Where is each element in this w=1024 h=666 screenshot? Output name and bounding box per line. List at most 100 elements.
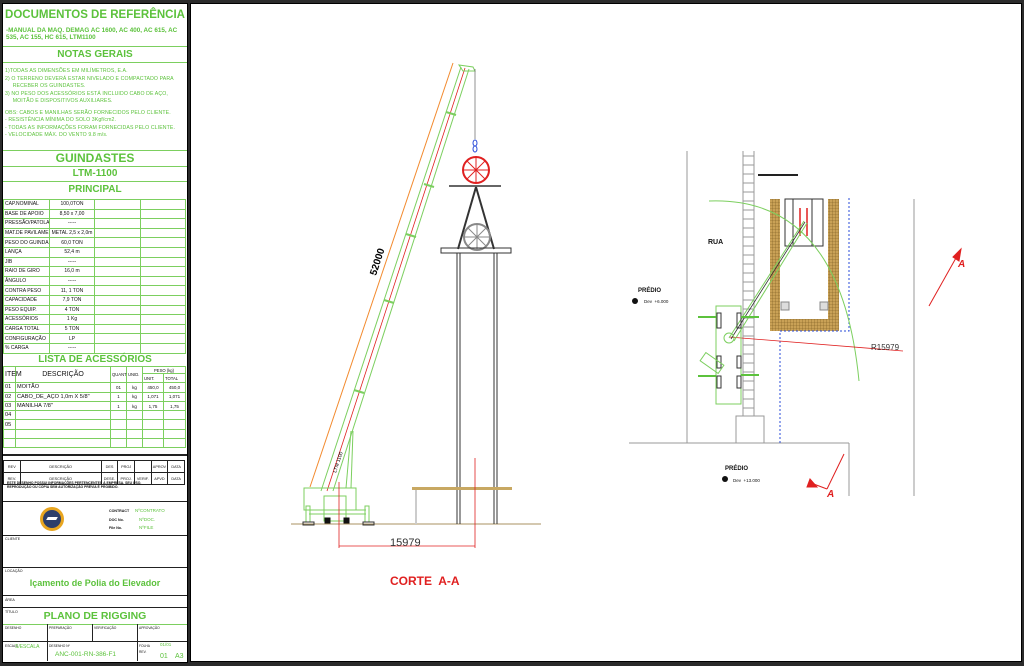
accessory-unit_w: 450,0 [142,382,164,393]
tower-structure [440,185,512,524]
accessory-desc [15,410,111,421]
spec-label: CONFIGURAÇÃO [3,333,50,344]
revision-cell: REV. [3,472,21,485]
note-item: MOITÃO E DISPOSITIVOS AUXILIARES. [5,98,113,104]
spec-label: ÂNGULO [3,275,50,287]
accessory-row: 05 [3,419,187,430]
accessory-total: 1,75 [162,400,187,412]
sheet-label: FOLHA [139,644,150,648]
spec-row: ÂNGULO----- [3,275,186,287]
spec-row: PESO DO GUINDASTE60,0 TON [3,237,186,248]
spec-extra [94,266,141,277]
section-mark-bottom: A [806,453,845,500]
revision-cell: DES [100,460,119,473]
accessory-qty: 1 [110,391,127,402]
sheet-format: A3 [175,653,184,660]
accessories-table: ITEM DESCRIÇÃO QUANT UNID. PESO (kg) UNI… [3,365,187,449]
platform-deck [412,487,512,490]
col-unit: UNID. [126,365,143,384]
accessory-qty [110,419,127,430]
spec-label: RAIO DE GIRO [3,266,50,277]
spec-extra [140,227,186,239]
note-item: RECEBER OS GUINDASTES. [5,83,86,89]
spec-value: 11, 1 TON [49,285,95,296]
crane-boom [309,62,476,492]
principal-title: PRINCIPAL [68,184,122,195]
disclaimer: ESTE DESENHO POSSUI INFORMAÇÕES PERTENCE… [7,481,142,489]
revision-cell: PROJ [117,460,135,473]
spec-extra [94,199,141,210]
accessory-unit: kg [126,382,143,393]
property-line [779,198,850,443]
elevator-car [784,198,824,247]
crane-model: LTM-1100 [72,168,118,179]
title-panel: DOCUMENTOS DE REFERÊNCIA -MANUAL DA MAQ.… [2,3,188,663]
accessory-total: 450,0 [162,382,187,393]
spec-label: PESO EQUIP. [3,304,50,316]
spec-value: 1 Kg [49,314,95,325]
col-unit-weight: UNIT. [142,372,164,384]
accessory-item: 02 [3,391,16,402]
hook-icon [472,139,478,147]
revision-cell: DATA [167,460,185,473]
accessory-total [162,410,187,421]
spec-value: 60,0 TON [49,237,95,248]
rev-label: REV. [139,650,147,654]
spec-label: ACESSÓRIOS [3,314,50,325]
note-item: 1)TODAS AS DIMENSÕES EM MILÍMETROS, E.A. [5,68,128,74]
cranes-title: GUINDASTES [55,151,135,165]
contract-label: CONTRACT [109,509,130,513]
section-mark-top: A [928,247,965,307]
doc-value: NºDOC. [139,516,156,522]
spec-value: LP [49,333,95,344]
col-qty: QUANT [110,365,127,384]
radius-line [728,336,904,352]
col-weight: PESO (kg) [141,366,187,374]
spec-extra [140,246,186,258]
swing-radius-arc [708,200,860,382]
accessory-row: 04 [3,410,187,421]
accessory-unit: kg [126,391,143,402]
accessory-unit_w: 1,071 [142,391,164,402]
spec-extra [140,218,186,229]
note-item: OBS: CABOS E MANILHAS SERÃO FORNECIDOS P… [5,109,171,116]
revision-cell: REV [3,460,21,473]
accessory-qty [110,410,127,421]
crane-carrier [302,430,375,526]
note-item: - TODAS AS INFORMAÇÕES FORAM FORNECIDAS … [5,124,175,131]
spec-label: CAP.NOMINAL [3,199,50,210]
client-label: CLIENTE [5,537,21,541]
revision-cell [133,460,152,473]
ladder-rungs [743,155,754,409]
spec-value: ----- [49,275,95,287]
level-marker-icon [632,298,638,304]
radius-dimension-label: 15979 [390,537,421,549]
spec-value: 8,50 x 7,00 [49,208,95,220]
notes-list: 1)TODAS AS DIMENSÕES EM MILÍMETROS, E.A.… [5,68,185,140]
plan-radius-label: R15979 [871,343,900,352]
reference-text: -MANUAL DA MAQ. DEMAG AC 1600, AC 400, A… [6,27,178,41]
accessory-qty: 01 [110,382,127,393]
crane-model-label: LTM 1100 [332,451,345,474]
spec-extra [140,285,186,296]
sheet-value: 01/01 [160,642,172,647]
col-desc: DESCRIÇÃO [15,365,111,384]
boom-length-label: 52000 [368,247,387,277]
elevator-pulley-red [462,156,490,184]
spec-value: 7,9 TON [49,294,95,306]
spec-extra [94,333,141,344]
accessory-unit: kg [126,400,143,412]
spec-extra [140,304,186,316]
spec-extra [94,237,141,248]
accessory-total: 1,071 [162,391,187,402]
spec-value: 100,0TON [49,199,95,210]
spec-label: CAPACIDADE [3,294,50,306]
